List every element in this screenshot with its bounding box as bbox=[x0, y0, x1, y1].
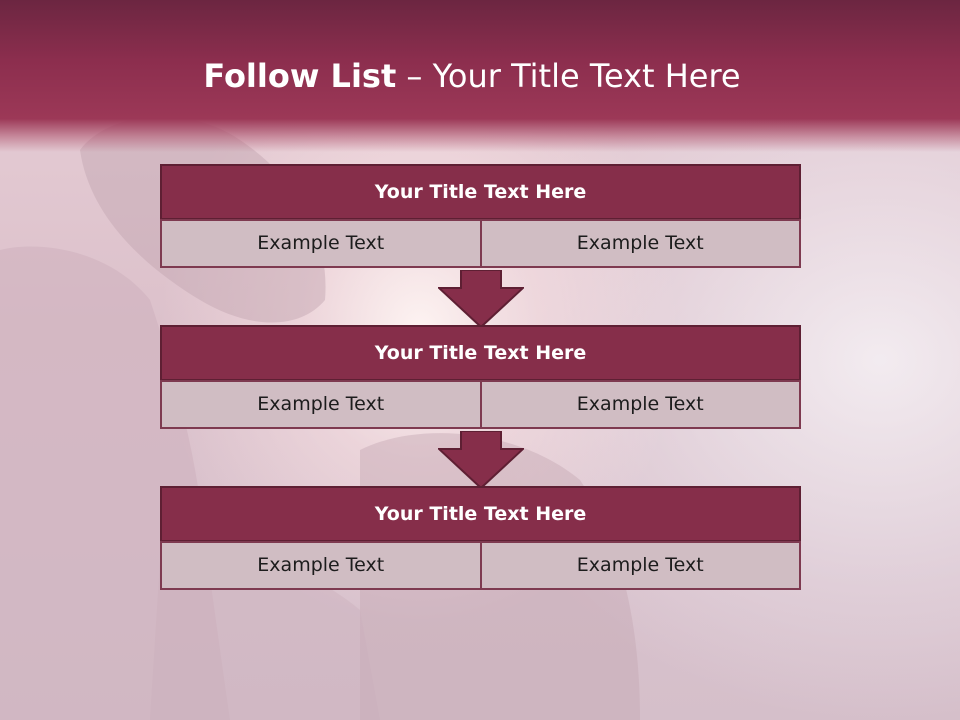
list-block-2: Your Title Text Here Example Text Exampl… bbox=[160, 325, 801, 429]
list-block-row: Example Text Example Text bbox=[160, 541, 801, 590]
list-block-row: Example Text Example Text bbox=[160, 219, 801, 268]
slide-title-rest: – Your Title Text Here bbox=[406, 57, 741, 95]
list-block-cell-right: Example Text bbox=[481, 380, 801, 429]
list-block-cell-left: Example Text bbox=[160, 219, 482, 268]
list-block-3: Your Title Text Here Example Text Exampl… bbox=[160, 486, 801, 590]
slide-title: Follow List – Your Title Text Here bbox=[0, 54, 944, 98]
down-arrow-icon bbox=[438, 431, 524, 489]
list-block-row: Example Text Example Text bbox=[160, 380, 801, 429]
list-block-cell-left: Example Text bbox=[160, 380, 482, 429]
down-arrow-icon bbox=[438, 270, 524, 328]
list-block-1: Your Title Text Here Example Text Exampl… bbox=[160, 164, 801, 268]
list-block-title: Your Title Text Here bbox=[160, 325, 801, 381]
background-figure-left bbox=[0, 246, 230, 720]
list-block-title: Your Title Text Here bbox=[160, 486, 801, 542]
list-block-title: Your Title Text Here bbox=[160, 164, 801, 220]
list-block-cell-right: Example Text bbox=[481, 541, 801, 590]
slide-title-bold: Follow List bbox=[203, 57, 397, 95]
title-banner bbox=[0, 0, 960, 152]
list-block-cell-right: Example Text bbox=[481, 219, 801, 268]
background-figure-shoulder bbox=[150, 552, 380, 720]
list-block-cell-left: Example Text bbox=[160, 541, 482, 590]
